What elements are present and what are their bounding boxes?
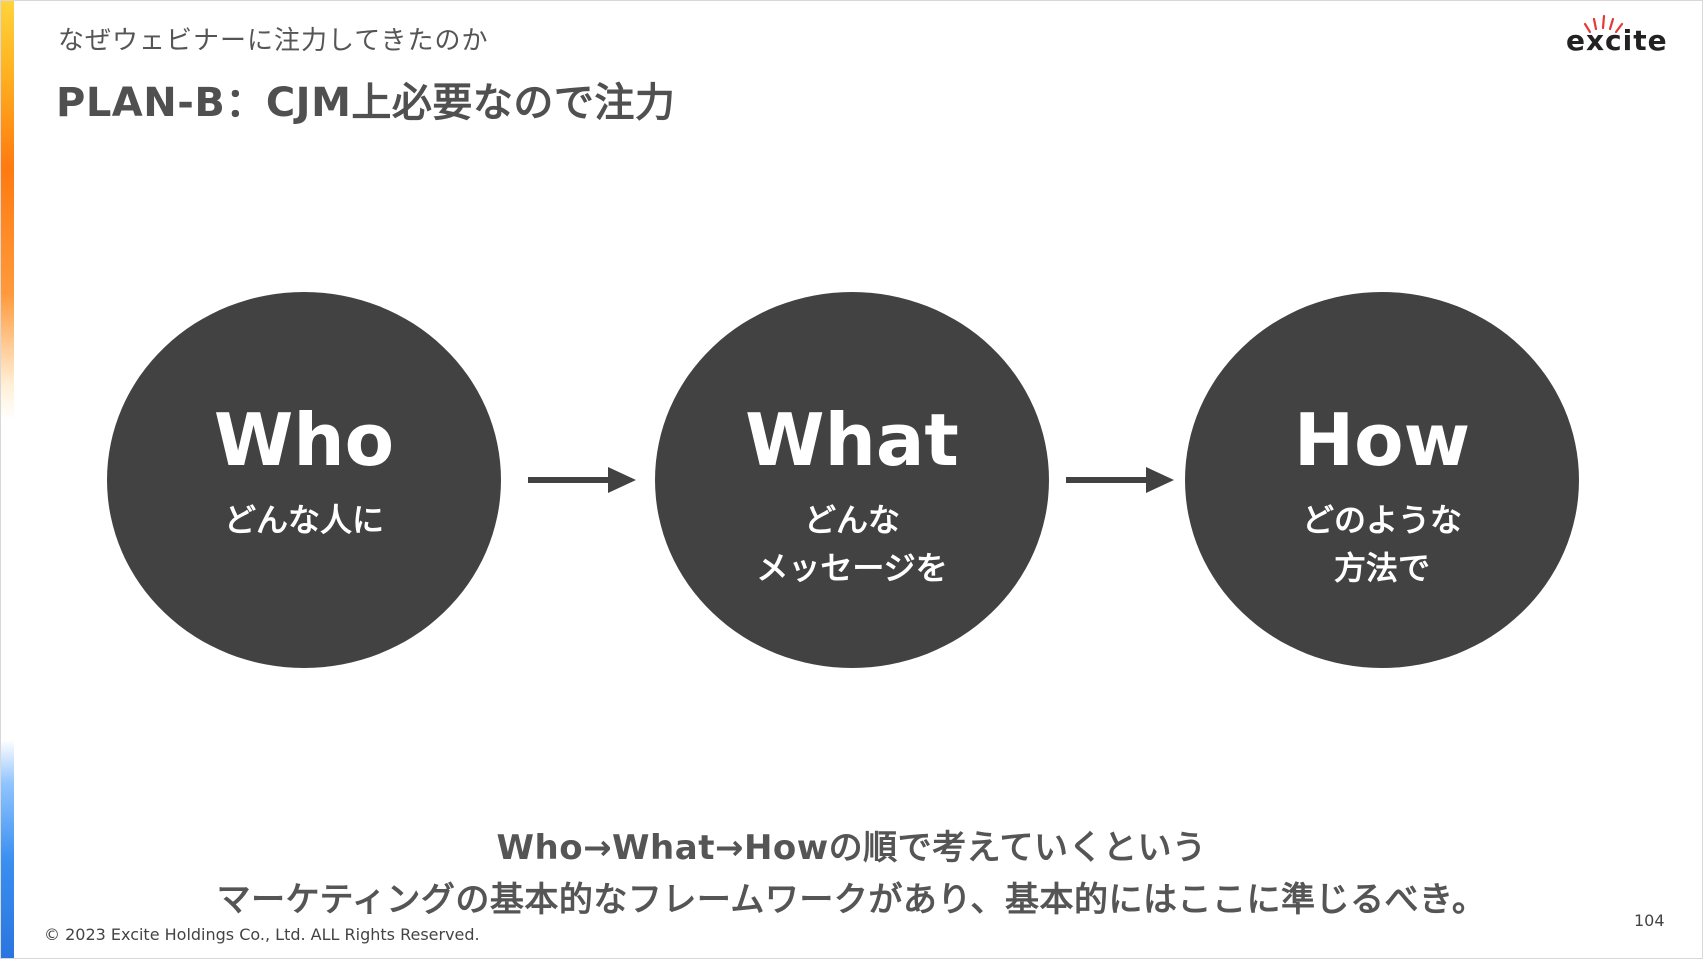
page-number: 104 bbox=[1634, 911, 1665, 930]
arrow-right-icon bbox=[1066, 467, 1174, 493]
summary-line-1: Who→What→Howの順で考えていくという bbox=[496, 828, 1207, 868]
summary-line-2: マーケティングの基本的なフレームワークがあり、基本的にはここに準じるべき。 bbox=[216, 880, 1487, 920]
excite-logo-text: excite bbox=[1566, 24, 1668, 57]
arrow-right-icon bbox=[528, 467, 636, 493]
circle-how-description-line: どのような bbox=[1301, 501, 1462, 539]
accent-bar-top bbox=[0, 0, 14, 420]
circle-how-word: How bbox=[1293, 398, 1471, 482]
circle-what-description-line: メッセージを bbox=[756, 549, 948, 587]
circle-what-description: どんな メッセージを bbox=[655, 496, 1049, 592]
slide-title: PLAN-B：CJM上必要なので注力 bbox=[56, 80, 676, 126]
accent-bar-bottom bbox=[0, 740, 14, 959]
circle-how-description-line: 方法で bbox=[1333, 549, 1430, 587]
circle-what-description-line: どんな bbox=[803, 501, 900, 539]
slide-subtitle: なぜウェビナーに注力してきたのか bbox=[58, 26, 489, 56]
copyright-notice: © 2023 Excite Holdings Co., Ltd. ALL Rig… bbox=[44, 925, 480, 944]
excite-logo-icon bbox=[1583, 14, 1624, 34]
circle-how-description: どのような 方法で bbox=[1185, 496, 1579, 592]
excite-logo: excite bbox=[1566, 14, 1678, 60]
circle-who: Who どんな人に bbox=[107, 292, 501, 668]
circle-who-word: Who bbox=[213, 398, 395, 482]
circle-who-description-line: どんな人に bbox=[223, 501, 384, 539]
circle-what-word: What bbox=[745, 398, 959, 482]
circle-what: What どんな メッセージを bbox=[655, 292, 1049, 668]
circle-who-description: どんな人に bbox=[107, 496, 501, 544]
circle-how: How どのような 方法で bbox=[1185, 292, 1579, 668]
